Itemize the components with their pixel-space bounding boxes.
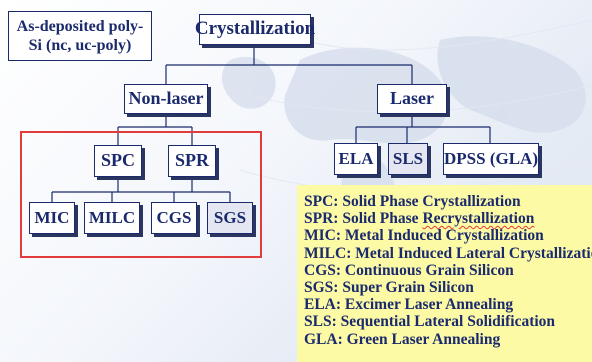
- laser-node: Laser: [377, 84, 447, 114]
- as-deposited-line2: Si (nc, uc-poly): [28, 37, 132, 54]
- legend-spr-word: Recrystallization: [422, 210, 535, 228]
- legend-sls: SLS: Sequential Lateral Solidification: [304, 313, 556, 331]
- legend-gla: GLA: Green Laser Annealing: [304, 330, 501, 348]
- sls-node: SLS: [388, 143, 428, 175]
- abbreviation-legend: SPC: Solid Phase Crystallization SPR: So…: [297, 185, 592, 362]
- as-deposited-box: As-deposited poly- Si (nc, uc-poly): [8, 11, 152, 61]
- legend-cgs: CGS: Continuous Grain Silicon: [304, 261, 514, 279]
- legend-milc: MILC: Metal Induced Lateral Crystallizat…: [304, 244, 592, 262]
- ela-node: ELA: [334, 143, 378, 175]
- spc-node: SPC: [94, 145, 142, 177]
- legend-sgs: SGS: Super Grain Silicon: [304, 279, 474, 297]
- legend-spc: SPC: Solid Phase Crystallization: [304, 193, 521, 210]
- crystallization-node: Crystallization: [195, 14, 315, 45]
- non-laser-highlight-frame: [20, 131, 262, 258]
- non-laser-node: Non-laser: [124, 84, 208, 114]
- legend-spr-prefix: SPR: Solid Phase: [304, 210, 423, 228]
- cgs-node: CGS: [151, 202, 197, 234]
- milc-node: MILC: [84, 202, 140, 234]
- legend-spr: SPR: Solid Phase Recrystallization: [304, 210, 592, 227]
- sgs-node: SGS: [207, 202, 253, 234]
- legend-mic: MIC: Metal Induced Crystallization: [304, 227, 544, 245]
- dpss-gla-node: DPSS (GLA): [443, 143, 539, 175]
- spr-node: SPR: [168, 145, 216, 177]
- legend-ela: ELA: Excimer Laser Annealing: [304, 296, 514, 314]
- mic-node: MIC: [29, 202, 75, 234]
- as-deposited-line1: As-deposited poly-: [16, 17, 144, 35]
